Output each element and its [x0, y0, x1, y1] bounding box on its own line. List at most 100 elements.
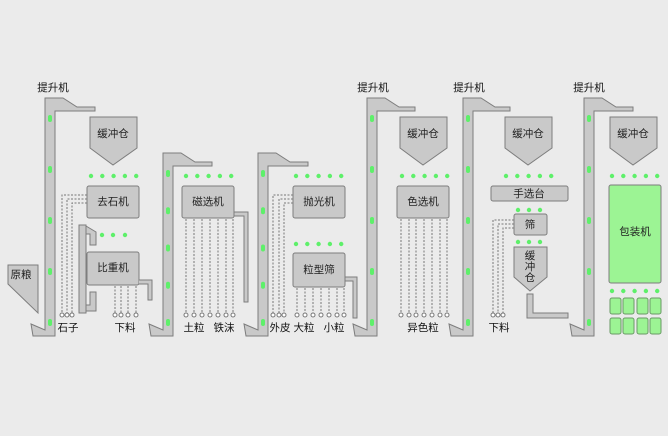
elevator-indicator: [466, 115, 470, 122]
elevator-label-1: 提升机: [37, 81, 69, 94]
flow-dot: [537, 207, 543, 213]
packed-bag: [649, 317, 662, 335]
elevator-indicator: [466, 268, 470, 275]
flow-dot: [515, 207, 521, 213]
sieve: 筛: [513, 213, 548, 236]
elevator-indicator: [466, 217, 470, 224]
discharge-outlet: [64, 312, 70, 318]
flow-indicators: [88, 173, 660, 294]
elevator-indicator: [261, 207, 265, 215]
elevator-indicator: [466, 166, 470, 173]
flow-dot: [643, 288, 649, 294]
flow-dot: [609, 173, 615, 179]
discharge-outlet: [199, 312, 205, 318]
packed-bag: [622, 297, 635, 315]
elevator-indicator: [370, 319, 374, 326]
discharge-outlet: [230, 312, 236, 318]
color-sorter: 色选机: [396, 185, 450, 219]
output-discharge-1: 下料: [115, 321, 136, 334]
flow-dot: [411, 173, 416, 179]
flow-dot: [305, 241, 310, 247]
small-buffer-char-2: 冲: [525, 260, 536, 273]
output-small-grain: 小粒: [324, 321, 345, 334]
discharge-outlet: [270, 312, 276, 318]
discharge-outlet: [69, 312, 75, 318]
small-buffer-bin: 缓 冲 仓: [513, 246, 569, 319]
elevators: [30, 97, 634, 337]
discharge-outlet: [437, 312, 443, 318]
elevator-indicator: [48, 115, 52, 122]
discharge-line: [502, 227, 514, 313]
flow-dot: [515, 239, 521, 245]
grain-grader-label: 粒型筛: [303, 263, 335, 276]
flow-dot: [537, 173, 543, 179]
discharge-outlet: [118, 312, 124, 318]
raw-grain-hopper: 原粮: [7, 264, 39, 315]
discharge-line: [283, 202, 293, 313]
discharge-outlet: [215, 312, 221, 318]
discharge-lines: [59, 194, 514, 318]
flow-dot: [111, 173, 116, 179]
hand-picking-table-label: 手选台: [513, 187, 545, 200]
flow-dot: [655, 173, 660, 179]
flow-dot: [632, 173, 637, 179]
discharge-outlet: [334, 312, 340, 318]
packed-bag: [649, 297, 662, 315]
buffer-bin-3: 缓冲仓: [504, 116, 553, 166]
packed-bag: [636, 317, 649, 335]
flow-dot: [515, 173, 520, 179]
discharge-outlet: [490, 312, 496, 318]
discharge-outlet: [406, 312, 412, 318]
discharge-line: [66, 198, 87, 313]
flow-dot: [327, 173, 333, 179]
discharge-outlet: [310, 312, 316, 318]
bucket-elevator-2: [148, 152, 213, 337]
sieve-label: 筛: [525, 218, 536, 231]
flow-dot: [316, 241, 321, 247]
discharge-outlet: [276, 312, 282, 318]
flow-dot: [100, 173, 105, 179]
elevator-indicator: [587, 115, 591, 122]
discharge-outlet: [191, 312, 197, 318]
small-buffer-char-3: 仓: [525, 271, 536, 284]
flow-dot: [526, 207, 532, 213]
elevator-indicator: [48, 268, 52, 275]
bucket-elevator-5: [448, 97, 511, 337]
discharge-outlet: [326, 312, 332, 318]
discharge-outlet: [183, 312, 189, 318]
flow-dot: [305, 173, 310, 179]
packed-bag: [609, 317, 622, 335]
discharge-outlet: [133, 312, 139, 318]
bucket-elevator-4: [352, 97, 416, 337]
packing-machine: 包装机: [608, 184, 662, 284]
elevator-indicator: [370, 166, 374, 173]
elevator-indicator: [466, 319, 470, 326]
discharge-outlet: [429, 312, 435, 318]
buffer-bin-label: 缓冲仓: [617, 127, 649, 140]
flow-dot: [339, 241, 344, 247]
discharge-outlet: [125, 312, 131, 318]
elevator-indicator: [587, 319, 591, 326]
discharge-outlet: [495, 312, 501, 318]
discharge-outlet: [421, 312, 427, 318]
elevator-indicator: [166, 170, 170, 177]
discharge-line: [61, 194, 87, 313]
elevator-indicator: [587, 268, 591, 275]
output-husk: 外皮: [270, 321, 291, 334]
elevator-indicator: [261, 281, 265, 289]
discharge-outlet: [112, 312, 118, 318]
elevator-indicator: [166, 319, 170, 326]
magnetic-separator-label: 磁选机: [192, 195, 224, 208]
discharge-line: [272, 194, 293, 313]
discharge-outlet: [318, 312, 324, 318]
bucket-elevator-1: [30, 97, 96, 337]
flow-dot: [609, 288, 615, 294]
flow-dot: [229, 173, 234, 179]
elevator-indicator: [166, 207, 170, 215]
discharge-outlet: [223, 312, 229, 318]
discharge-outlet: [294, 312, 300, 318]
gravity-separator-label: 比重机: [97, 261, 129, 274]
elevator-indicator: [370, 268, 374, 275]
packing-machine-label: 包装机: [619, 225, 651, 238]
flow-dot: [293, 241, 299, 247]
